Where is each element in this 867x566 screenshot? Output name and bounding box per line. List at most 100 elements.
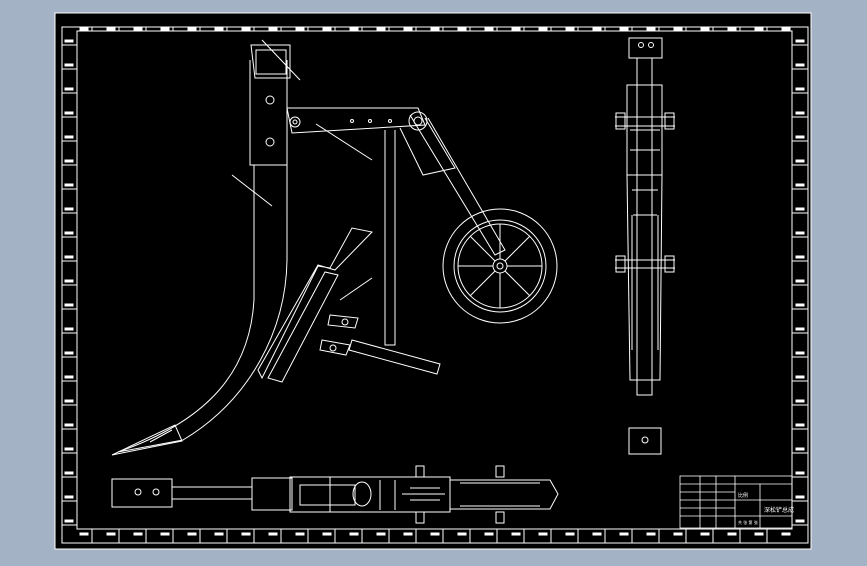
leader-shank: [231, 174, 273, 207]
zone-mark: [295, 27, 305, 31]
zone-mark: [795, 471, 805, 475]
zone-mark: [430, 532, 440, 536]
zone-mark: [64, 519, 74, 523]
title-block-sheet: 共 张 第 张: [738, 519, 758, 525]
zone-mark: [64, 351, 74, 355]
zone-mark: [133, 27, 143, 31]
zone-mark: [795, 111, 805, 115]
zone-mark: [160, 532, 170, 536]
front-wheel-plates: [630, 129, 660, 350]
zone-mark: [754, 27, 764, 31]
zone-mark: [619, 532, 629, 536]
zone-mark: [795, 255, 805, 259]
zone-mark: [700, 532, 710, 536]
zone-mark: [64, 399, 74, 403]
zone-mark: [79, 27, 89, 31]
zone-mark: [727, 27, 737, 31]
title-block-drawing-name: 深松铲总成: [764, 506, 794, 514]
zone-mark: [700, 27, 710, 31]
zone-mark: [64, 327, 74, 331]
zone-mark: [322, 532, 332, 536]
shank-hole-1: [265, 95, 275, 105]
zone-mark: [795, 447, 805, 451]
zone-mark: [133, 532, 143, 536]
inner-frame: [76, 30, 793, 530]
zone-mark: [795, 399, 805, 403]
zone-mark: [484, 532, 494, 536]
zone-mark: [781, 532, 791, 536]
zone-mark: [106, 532, 116, 536]
side-elevation-view: [111, 39, 558, 456]
zone-mark: [403, 27, 413, 31]
zone-mark: [795, 495, 805, 499]
zone-mark: [795, 519, 805, 523]
zone-mark: [795, 351, 805, 355]
zone-mark: [673, 27, 683, 31]
zone-mark: [403, 532, 413, 536]
post-brace: [399, 117, 456, 176]
zone-mark: [673, 532, 683, 536]
zone-mark: [214, 27, 224, 31]
zone-mark: [64, 255, 74, 259]
zone-mark: [538, 27, 548, 31]
zone-mark: [619, 27, 629, 31]
zone-mark: [592, 532, 602, 536]
zone-mark: [64, 231, 74, 235]
zone-mark: [538, 532, 548, 536]
zone-mark: [795, 231, 805, 235]
zone-mark: [241, 27, 251, 31]
zone-mark: [64, 159, 74, 163]
zone-mark: [64, 375, 74, 379]
arm-pivot: [289, 116, 301, 128]
top-body-2: [289, 476, 451, 513]
zone-mark: [349, 27, 359, 31]
zone-mark: [781, 27, 791, 31]
leader-arm: [315, 123, 373, 161]
vertical-post: [384, 130, 396, 346]
zone-mark: [376, 532, 386, 536]
title-block: [679, 475, 793, 529]
zone-mark: [511, 27, 521, 31]
zone-mark: [295, 532, 305, 536]
zone-mark: [457, 532, 467, 536]
zone-mark: [64, 447, 74, 451]
zone-mark: [106, 27, 116, 31]
zone-mark: [160, 27, 170, 31]
zone-mark: [795, 279, 805, 283]
wing-blade: [257, 227, 373, 380]
zone-mark: [241, 532, 251, 536]
zone-mark: [322, 27, 332, 31]
leader-wing: [339, 277, 373, 301]
zone-mark: [64, 423, 74, 427]
zone-mark: [268, 27, 278, 31]
zone-mark: [64, 207, 74, 211]
wheel-spokes: [458, 224, 542, 308]
zone-mark: [795, 327, 805, 331]
zone-mark: [376, 27, 386, 31]
front-top-clamp: [628, 37, 663, 59]
wing-mount: [319, 314, 359, 356]
zone-mark: [646, 27, 656, 31]
front-shank: [636, 58, 653, 396]
zone-mark: [795, 135, 805, 139]
depth-wheel-rim: [453, 219, 547, 313]
shank-tip: [111, 424, 183, 456]
zone-mark: [187, 532, 197, 536]
zone-mark: [795, 423, 805, 427]
zone-mark: [214, 532, 224, 536]
top-nose: [450, 479, 559, 510]
zone-mark: [511, 532, 521, 536]
depth-wheel-tire: [442, 208, 558, 324]
zone-mark: [754, 532, 764, 536]
top-body-1: [251, 477, 293, 511]
shank-hole-2: [265, 137, 275, 147]
zone-mark: [64, 471, 74, 475]
zone-mark: [795, 159, 805, 163]
front-foot: [628, 427, 662, 455]
zone-mark: [795, 303, 805, 307]
zone-mark: [727, 532, 737, 536]
arm-pivot-2: [292, 119, 298, 125]
zone-mark: [795, 87, 805, 91]
